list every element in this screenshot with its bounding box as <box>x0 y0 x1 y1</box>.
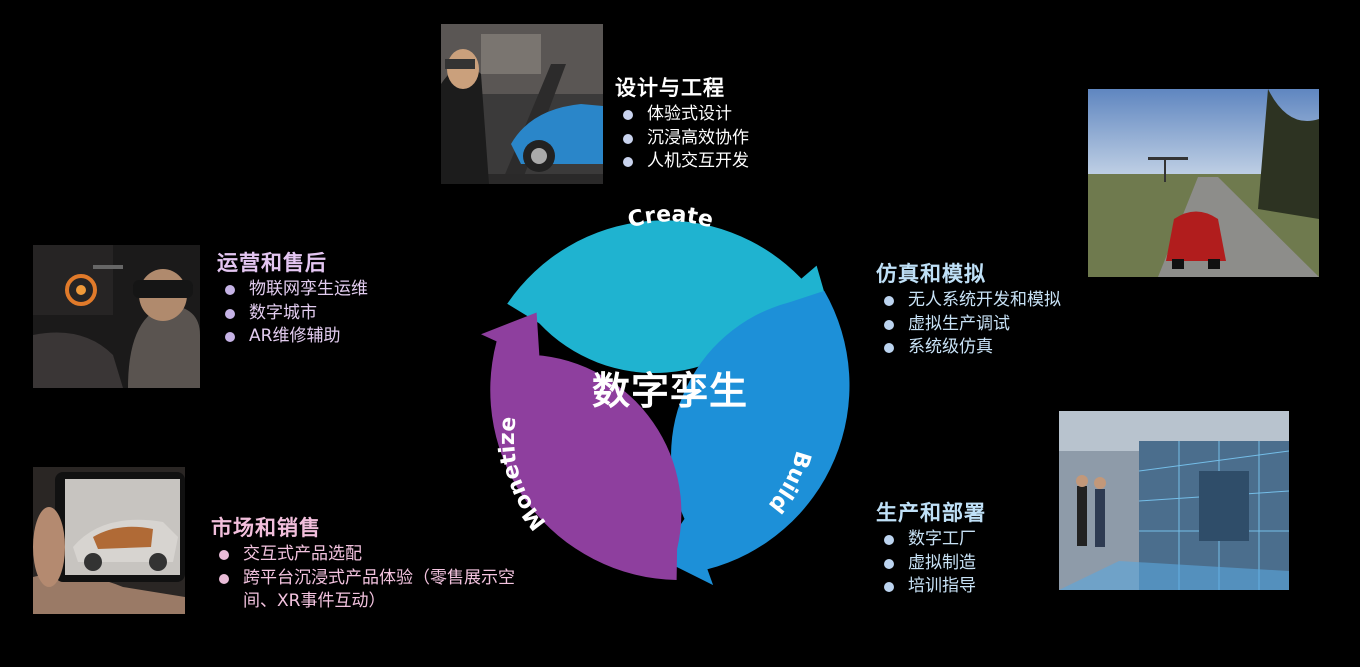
photo-digital-factory <box>1059 411 1289 590</box>
bullet-dot <box>219 573 229 584</box>
bullet-dot <box>225 332 235 342</box>
list-item: 跨平台沉浸式产品体验（零售展示空 <box>211 567 515 591</box>
bullet-dot <box>884 343 894 353</box>
bullet-dot <box>884 558 894 569</box>
list-item: 体验式设计 <box>615 103 749 127</box>
list-item: 虚拟制造 <box>876 552 986 576</box>
bullet-dot <box>623 110 633 120</box>
list-item: 虚拟生产调试 <box>876 313 1061 337</box>
section-title: 设计与工程 <box>615 76 725 100</box>
list-item: 无人系统开发和模拟 <box>876 289 1061 313</box>
center-title: 数字孪生 <box>591 369 748 413</box>
section-operations-aftersales: 运营和售后 物联网孪生运维 数字城市 AR维修辅助 <box>217 250 368 349</box>
bullet-dot <box>225 308 235 319</box>
photo-ar-maintenance <box>33 245 200 388</box>
list-item: 数字工厂 <box>876 528 986 552</box>
section-production-deployment: 生产和部署 数字工厂 虚拟制造 培训指导 <box>876 500 986 599</box>
list-item: AR维修辅助 <box>217 325 368 349</box>
bullet-dot <box>884 535 894 545</box>
bullet-dot <box>623 157 633 167</box>
section-title: 运营和售后 <box>217 251 327 275</box>
bullet-dot <box>219 550 229 560</box>
bullet-dot <box>623 133 633 144</box>
photo-hololens-car-design <box>441 24 603 184</box>
section-title: 生产和部署 <box>876 501 986 525</box>
list-item: 沉浸高效协作 <box>615 127 749 151</box>
section-design-engineering: 设计与工程 体验式设计 沉浸高效协作 人机交互开发 <box>615 75 749 174</box>
list-item: 人机交互开发 <box>615 150 749 174</box>
photo-autonomous-driving-sim <box>1088 89 1319 277</box>
bullet-dot <box>884 582 894 592</box>
list-item: 交互式产品选配 <box>211 543 515 567</box>
bullet-dot <box>884 319 894 330</box>
list-item: 培训指导 <box>876 575 986 599</box>
list-item-continuation: 间、XR事件互动） <box>243 591 386 611</box>
monetize-arrow <box>481 312 682 580</box>
section-title: 市场和销售 <box>211 516 321 540</box>
list-item: 物联网孪生运维 <box>217 278 368 302</box>
section-marketing-sales: 市场和销售 交互式产品选配 跨平台沉浸式产品体验（零售展示空 间、XR事件互动） <box>211 515 515 614</box>
photo-phone-car-configurator <box>33 467 185 614</box>
bullet-dot <box>884 296 894 306</box>
section-simulation: 仿真和模拟 无人系统开发和模拟 虚拟生产调试 系统级仿真 <box>876 261 1061 360</box>
bullet-dot <box>225 285 235 295</box>
list-item: 数字城市 <box>217 302 368 326</box>
build-arrow <box>658 290 850 585</box>
section-title: 仿真和模拟 <box>876 262 986 286</box>
cycle-diagram: Create Build Monetize <box>481 205 850 585</box>
list-item: 系统级仿真 <box>876 336 1061 360</box>
